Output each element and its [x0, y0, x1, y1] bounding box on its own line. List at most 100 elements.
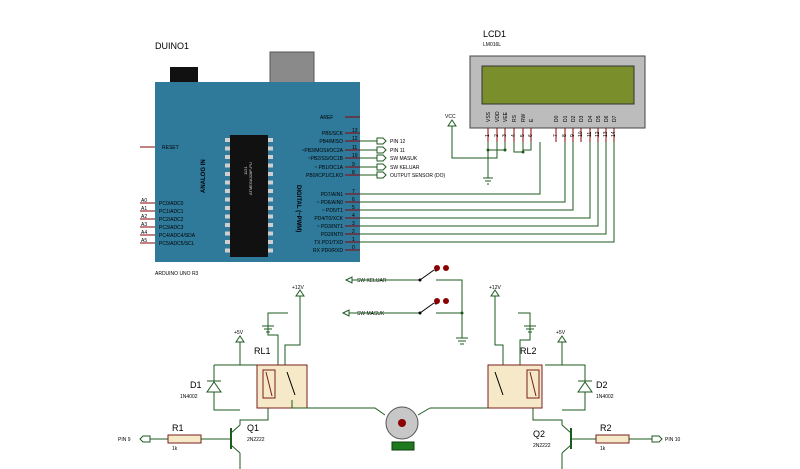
digital-pin-name: PD7/AIN1	[321, 192, 343, 198]
resistor-r2-label: R2	[600, 423, 612, 433]
chip-leg	[225, 248, 230, 253]
pin9-label: PIN 9	[118, 437, 131, 443]
lcd-pin-number: 1	[485, 134, 491, 137]
analog-pin-ext-label: A4	[141, 230, 147, 236]
analog-pin-ext-label: A5	[141, 238, 147, 244]
lcd-pin-label: D4	[588, 115, 594, 122]
sw-masuk-label: SW MASUK	[357, 311, 385, 317]
switch-masuk: SW MASUK	[341, 298, 468, 345]
analog-pin-ext-label: A2	[141, 214, 147, 220]
terminal-flag	[376, 146, 387, 154]
chip-leg	[268, 206, 273, 210]
digital-pin-number: 6	[352, 197, 355, 203]
lcd-pin-label: D2	[571, 115, 577, 122]
chip-leg	[225, 180, 230, 185]
lcd-pin-label: RW	[521, 113, 527, 122]
lcd-pin-label: E	[529, 118, 535, 122]
terminal-label: PIN 11	[390, 148, 405, 154]
chip-leg	[268, 231, 273, 236]
lcd-pin-label: VDD	[495, 111, 501, 122]
chip-leg	[268, 223, 273, 227]
pin9-terminal	[139, 435, 151, 443]
lcd-pin-number: 9	[570, 134, 576, 137]
analog-pin-label: PC4/ADC4/SDA	[159, 233, 196, 239]
lcd-pin-number: 4	[511, 134, 517, 137]
digital-pin-name: PD2/INT0	[321, 232, 343, 238]
resistor-r2-value: 1k	[600, 446, 606, 452]
digital-pin-name: RX PD0/RXD	[313, 248, 343, 254]
digital-pin-number: 1	[352, 237, 355, 243]
lcd-screen	[481, 65, 635, 105]
transistor-q1-model: 2N2222	[247, 437, 265, 443]
lcd-title: LCD1	[483, 29, 506, 39]
chip-leg	[268, 189, 273, 193]
diode-d1	[206, 381, 222, 393]
digital-pin-name: ~ PD3/INT1	[317, 224, 343, 230]
sw-keluar-label: SW KELUAR	[357, 278, 387, 284]
resistor-r2	[595, 434, 630, 444]
digital-pin-number: 11	[352, 145, 357, 151]
chip-leg	[225, 206, 230, 210]
chip-leg	[268, 180, 273, 185]
relay-rl2	[487, 364, 543, 409]
analog-pin-label: PC0/ADC0	[159, 201, 184, 207]
lcd-pin-label: VSS	[486, 111, 492, 122]
lcd-pin-group: VSS1VDD2VEE3RS4RW5E6D07D18D29D310D411D51…	[485, 111, 618, 142]
digital-pin-name: ~ PD6/AIN0	[316, 200, 343, 206]
digital-pin-number: 12	[352, 136, 358, 142]
lcd-pin-number: 3	[502, 134, 508, 137]
analog-pin-label: PC3/ADC3	[159, 225, 184, 231]
chip-leg	[268, 240, 273, 244]
digital-pin-name: ~ PB1/OC1A	[314, 165, 343, 171]
chip-leg	[268, 214, 273, 219]
relay-rl1-label: RL1	[254, 346, 271, 356]
lcd-pin-number: 13	[603, 131, 609, 137]
lcd-pin-number: 7	[553, 134, 559, 137]
digital-pin-number: 10	[352, 153, 358, 159]
lcd-pin-label: VEE	[503, 111, 509, 122]
digital-pin-number: 7	[352, 189, 355, 195]
chip-leg	[268, 163, 273, 168]
chip-leg	[225, 197, 230, 202]
v5-left-arrow	[235, 335, 245, 343]
chip-leg	[225, 231, 230, 236]
chip-leg	[225, 138, 230, 142]
chip-leg	[268, 248, 273, 253]
digital-pin-number: 5	[352, 205, 355, 211]
lcd-pin-number: 14	[611, 131, 617, 137]
chip-leg	[268, 146, 273, 151]
transistor-q2-label: Q2	[533, 429, 545, 439]
lcd-pin-number: 11	[587, 132, 593, 137]
digital-pin-name: PD4/T0/XCK	[314, 216, 343, 222]
pin10-label: PIN 10	[665, 437, 681, 443]
chip-label: ATMEGA328P-PU	[248, 162, 253, 195]
vcc-arrow	[447, 119, 457, 127]
digital-pin-number: 3	[352, 221, 355, 227]
chip-leg	[225, 189, 230, 193]
digital-pin-number: 0	[352, 245, 355, 251]
terminal-label: OUTPUT SENSOR (DO)	[390, 173, 446, 179]
lcd-pin-number: 5	[520, 134, 526, 137]
resistor-r1-label: R1	[172, 423, 184, 433]
digital-pin-number: 8	[352, 170, 355, 176]
lcd-wiring	[360, 126, 615, 243]
chip-leg	[225, 240, 230, 244]
lcd-model: LM016L	[483, 42, 501, 48]
terminal-flag	[376, 163, 387, 171]
lcd-pin-label: D0	[554, 115, 560, 122]
lcd-pin-label: D6	[604, 115, 610, 122]
terminal-flag	[376, 137, 387, 145]
diode-d2	[577, 381, 593, 393]
resistor-r1	[167, 434, 202, 444]
analog-pin-ext-label: A1	[141, 206, 147, 212]
chip-leg	[225, 172, 230, 176]
digital-pin-name: PB5/SCK	[322, 131, 344, 137]
chip-leg	[225, 214, 230, 219]
transistor-q1-label: Q1	[247, 423, 259, 433]
lcd-pin-label: D7	[612, 115, 618, 122]
diode-d1-label: D1	[190, 380, 202, 390]
chip-leg	[225, 163, 230, 168]
chip-leg	[225, 223, 230, 227]
v5-left-label: +5V	[234, 330, 244, 336]
